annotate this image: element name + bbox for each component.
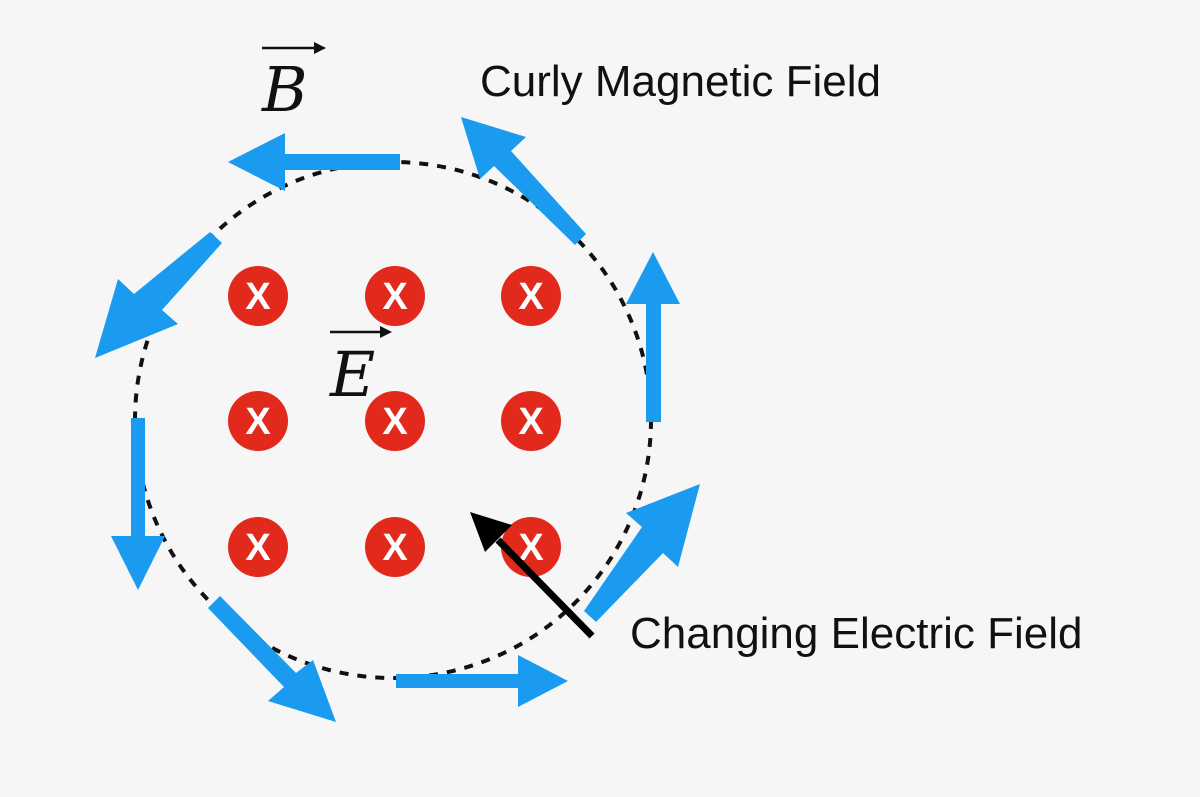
changing-electric-field-label: Changing Electric Field [630,609,1082,658]
curly-magnetic-field-label: Curly Magnetic Field [480,57,881,106]
magnetic-arrow-top-left [228,133,400,191]
magnetic-arrow-upper-left [95,232,222,358]
electric-field-markers: X X X X X X X X X [228,266,561,577]
circled-x-icon: X [501,266,561,326]
circled-x-icon: X [228,517,288,577]
b-vector-label: B [261,42,326,126]
marker-x: X [382,527,408,569]
magnetic-field-arrows [95,117,700,722]
marker-x: X [245,401,271,443]
e-vector-symbol: E [329,338,375,411]
marker-x: X [518,276,544,318]
marker-x: X [245,527,271,569]
marker-x: X [382,276,408,318]
pointer-arrow-icon [470,512,595,639]
magnetic-arrow-top-right [461,117,586,245]
marker-x: X [382,401,408,443]
circled-x-icon: X [365,391,425,451]
magnetic-arrow-bottom [396,655,568,707]
marker-x: X [518,401,544,443]
pointer-arrow-head [470,512,512,552]
circled-x-icon: X [365,517,425,577]
magnetic-arrow-lower-left [208,596,336,722]
circled-x-icon: X [501,391,561,451]
circled-x-icon: X [228,391,288,451]
magnetic-arrow-left-down [111,418,165,590]
b-vector-symbol: B [261,53,308,126]
circled-x-icon: X [228,266,288,326]
pointer-arrow-shaft [495,537,595,639]
magnetic-arrow-lower-right [584,484,700,622]
marker-x: X [245,276,271,318]
circled-x-icon: X [365,266,425,326]
e-vector-label: E [329,326,392,411]
magnetic-arrow-right-up [626,252,680,422]
